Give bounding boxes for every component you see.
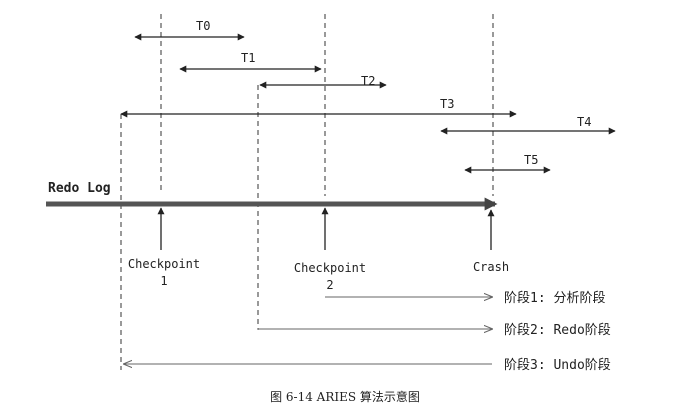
checkpoint-1-number: 1 [160, 274, 167, 288]
transaction-label-t0: T0 [196, 19, 210, 33]
checkpoint-1-label: Checkpoint [128, 257, 200, 271]
transaction-label-t2: T2 [361, 74, 375, 88]
transaction-label-t5: T5 [524, 153, 538, 167]
phase-2-label: 阶段2: Redo阶段 [504, 323, 611, 338]
figure-caption: 图 6-14 ARIES 算法示意图 [270, 389, 420, 404]
phase-3-label: 阶段3: Undo阶段 [504, 358, 611, 373]
phase-2-arrow [257, 329, 492, 330]
transaction-label-t4: T4 [577, 115, 591, 129]
redo-log-label: Redo Log [48, 181, 111, 196]
transaction-label-t3: T3 [440, 97, 454, 111]
checkpoint-2-label: Checkpoint [294, 261, 366, 275]
transaction-label-t1: T1 [241, 51, 255, 65]
checkpoint-2-number: 2 [326, 278, 333, 292]
crash-label: Crash [473, 260, 509, 274]
phase-1-label: 阶段1: 分析阶段 [504, 291, 605, 306]
